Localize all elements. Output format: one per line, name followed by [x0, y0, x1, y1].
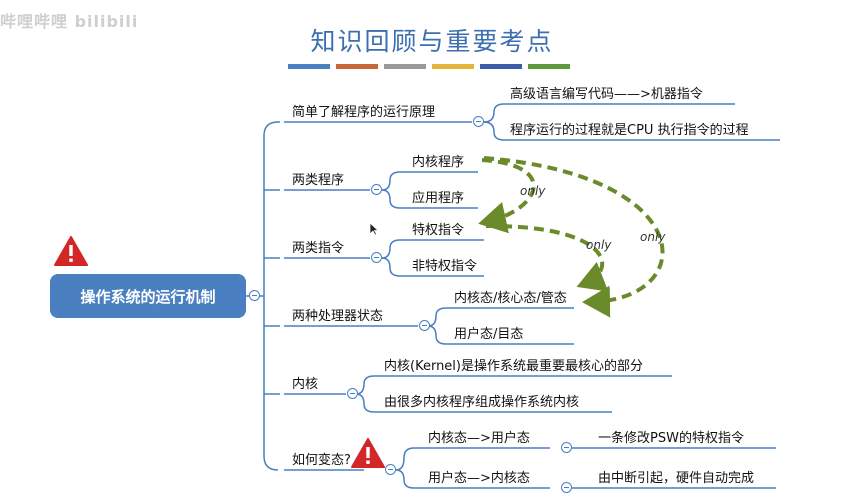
- color-bar-gray: [384, 64, 426, 69]
- switch-u2k-collapse-icon[interactable]: [561, 482, 572, 493]
- warning-icon: [351, 438, 385, 468]
- branch-switch[interactable]: 如何变态?: [292, 453, 351, 468]
- principle-child-1[interactable]: 高级语言编写代码——>机器指令: [510, 87, 703, 102]
- switch-u2k-detail[interactable]: 由中断引起，硬件自动完成: [598, 471, 755, 486]
- states-child-user[interactable]: 用户态/目态: [454, 327, 524, 342]
- color-bar-navy: [480, 64, 522, 69]
- color-bar-yellow: [432, 64, 474, 69]
- page-title: 知识回顾与重要考点: [310, 27, 554, 56]
- kernel-child-2[interactable]: 由很多内核程序组成操作系统内核: [384, 395, 580, 410]
- instructions-child-privileged[interactable]: 特权指令: [412, 223, 465, 238]
- only-label-2: only: [586, 238, 612, 252]
- color-bar-blue: [288, 64, 330, 69]
- root-collapse-icon[interactable]: [249, 290, 260, 301]
- kernel-child-1[interactable]: 内核(Kernel)是操作系统最重要最核心的部分: [384, 359, 643, 374]
- principle-collapse-icon[interactable]: [473, 116, 484, 127]
- programs-child-app[interactable]: 应用程序: [412, 191, 465, 206]
- switch-child-u2k[interactable]: 用户态—>内核态: [428, 471, 530, 486]
- kernel-collapse-icon[interactable]: [347, 388, 358, 399]
- branch-instructions[interactable]: 两类指令: [292, 241, 345, 256]
- states-collapse-icon[interactable]: [419, 320, 430, 331]
- color-bar-orange: [336, 64, 378, 69]
- branch-programs[interactable]: 两类程序: [292, 173, 345, 188]
- switch-k2u-collapse-icon[interactable]: [561, 442, 572, 453]
- bilibili-watermark: 哔哩哔哩 bilibili: [0, 12, 139, 31]
- programs-child-kernel[interactable]: 内核程序: [412, 155, 465, 170]
- branch-principle[interactable]: 简单了解程序的运行原理: [292, 105, 436, 120]
- color-bar-green: [528, 64, 570, 69]
- switch-collapse-icon[interactable]: [385, 464, 396, 475]
- warning-icon: [54, 236, 88, 266]
- branch-kernel[interactable]: 内核: [292, 377, 319, 392]
- instructions-child-nonprivileged[interactable]: 非特权指令: [412, 259, 478, 274]
- programs-collapse-icon[interactable]: [371, 184, 382, 195]
- only-label-3: only: [640, 230, 666, 244]
- instructions-collapse-icon[interactable]: [371, 252, 382, 263]
- mouse-cursor-icon: [369, 222, 379, 236]
- switch-child-k2u[interactable]: 内核态—>用户态: [428, 431, 530, 446]
- branch-states[interactable]: 两种处理器状态: [292, 309, 384, 324]
- principle-child-2[interactable]: 程序运行的过程就是CPU 执行指令的过程: [510, 123, 749, 138]
- root-node[interactable]: 操作系统的运行机制: [50, 274, 246, 318]
- only-label-1: only: [520, 184, 546, 198]
- states-child-kernel[interactable]: 内核态/核心态/管态: [454, 291, 567, 306]
- switch-k2u-detail[interactable]: 一条修改PSW的特权指令: [598, 431, 744, 446]
